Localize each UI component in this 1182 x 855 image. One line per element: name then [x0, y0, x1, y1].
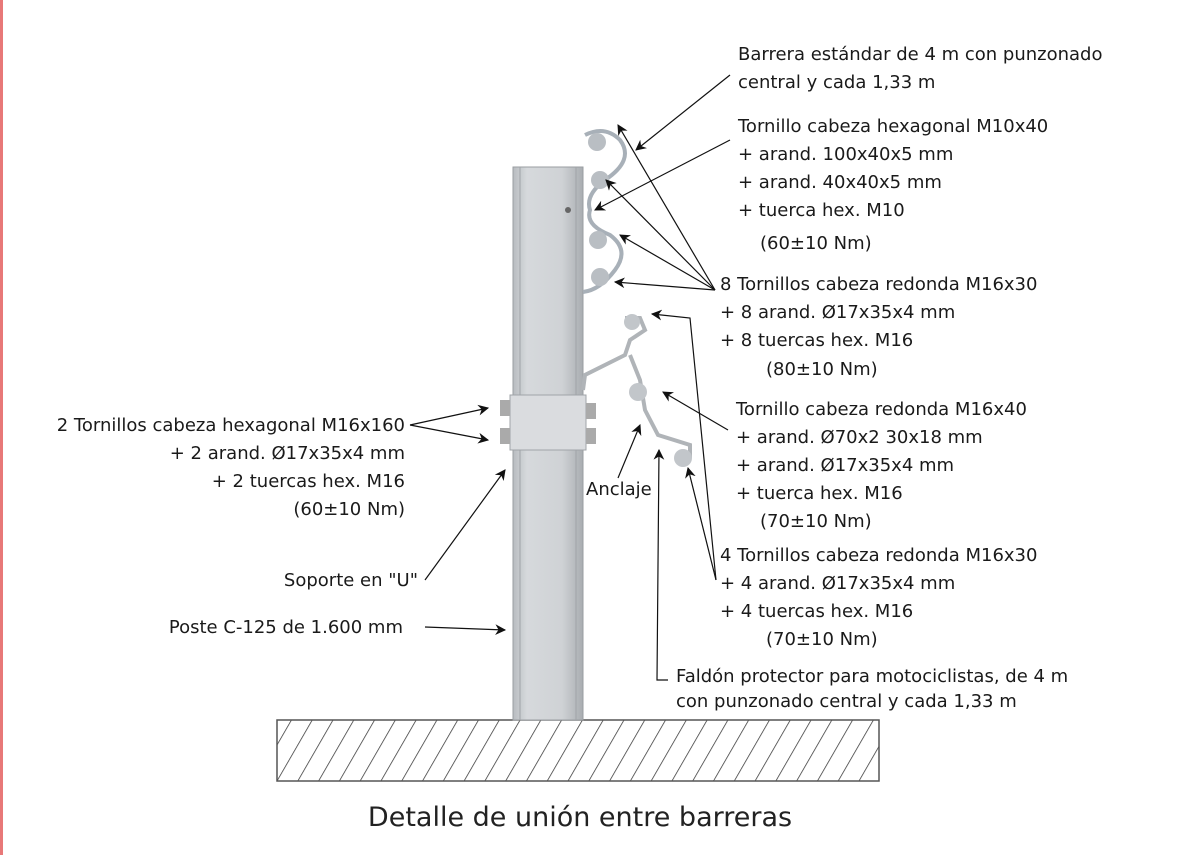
label-line: + 8 tuercas hex. M16: [720, 330, 913, 351]
label-anclaje: Anclaje: [586, 479, 652, 500]
label-line: (80±10 Nm): [766, 359, 878, 380]
label-line: + 8 arand. Ø17x35x4 mm: [720, 302, 955, 323]
label-line: + tuerca hex. M16: [736, 483, 903, 504]
label-line: central y cada 1,33 m: [738, 72, 935, 93]
label-line: + 4 arand. Ø17x35x4 mm: [720, 573, 955, 594]
label-line: + arand. 100x40x5 mm: [738, 144, 953, 165]
label-line: + arand. Ø70x2 30x18 mm: [736, 427, 983, 448]
label-tornillos-4: 4 Tornillos cabeza redonda M16x30 + 4 ar…: [720, 545, 1037, 650]
label-tornillos-2: 2 Tornillos cabeza hexagonal M16x160 + 2…: [57, 415, 405, 520]
label-line: (60±10 Nm): [293, 499, 405, 520]
u-support: [500, 394, 596, 451]
label-tornillos-8: 8 Tornillos cabeza redonda M16x30 + 8 ar…: [720, 274, 1037, 380]
bolt-heads: [588, 133, 609, 286]
label-line: Faldón protector para motociclistas, de …: [676, 666, 1068, 687]
label-line: (60±10 Nm): [760, 233, 872, 254]
label-barrera: Barrera estándar de 4 m con punzonado ce…: [738, 44, 1103, 93]
label-line: Tornillo cabeza redonda M16x40: [735, 399, 1027, 420]
page-margin-line: [0, 0, 3, 855]
label-line: + arand. Ø17x35x4 mm: [736, 455, 954, 476]
label-line: + tuerca hex. M10: [738, 200, 905, 221]
barrier-profile: [582, 129, 627, 294]
leader-lines: [409, 74, 731, 681]
label-line: + arand. 40x40x5 mm: [738, 172, 942, 193]
label-tornillo-m10: Tornillo cabeza hexagonal M10x40 + arand…: [737, 116, 1048, 254]
label-soporte: Soporte en "U": [284, 570, 418, 591]
label-line: + 2 arand. Ø17x35x4 mm: [170, 443, 405, 464]
label-line: Tornillo cabeza hexagonal M10x40: [737, 116, 1048, 137]
label-line: + 4 tuercas hex. M16: [720, 601, 913, 622]
label-line: + 2 tuercas hex. M16: [212, 471, 405, 492]
skirt-profile: [581, 316, 692, 458]
label-line: (70±10 Nm): [766, 629, 878, 650]
label-line: 2 Tornillos cabeza hexagonal M16x160: [57, 415, 405, 436]
label-line: 8 Tornillos cabeza redonda M16x30: [720, 274, 1037, 295]
ground-hatch: [276, 719, 880, 782]
label-line: Barrera estándar de 4 m con punzonado: [738, 44, 1103, 65]
label-poste: Poste C-125 de 1.600 mm: [169, 617, 403, 638]
label-faldon: Faldón protector para motociclistas, de …: [676, 666, 1068, 712]
diagram-title: Detalle de unión entre barreras: [368, 802, 792, 833]
label-line: (70±10 Nm): [760, 511, 872, 532]
label-line: con punzonado central y cada 1,33 m: [676, 691, 1017, 712]
label-tornillo-m16x40: Tornillo cabeza redonda M16x40 + arand. …: [735, 399, 1027, 532]
label-line: 4 Tornillos cabeza redonda M16x30: [720, 545, 1037, 566]
